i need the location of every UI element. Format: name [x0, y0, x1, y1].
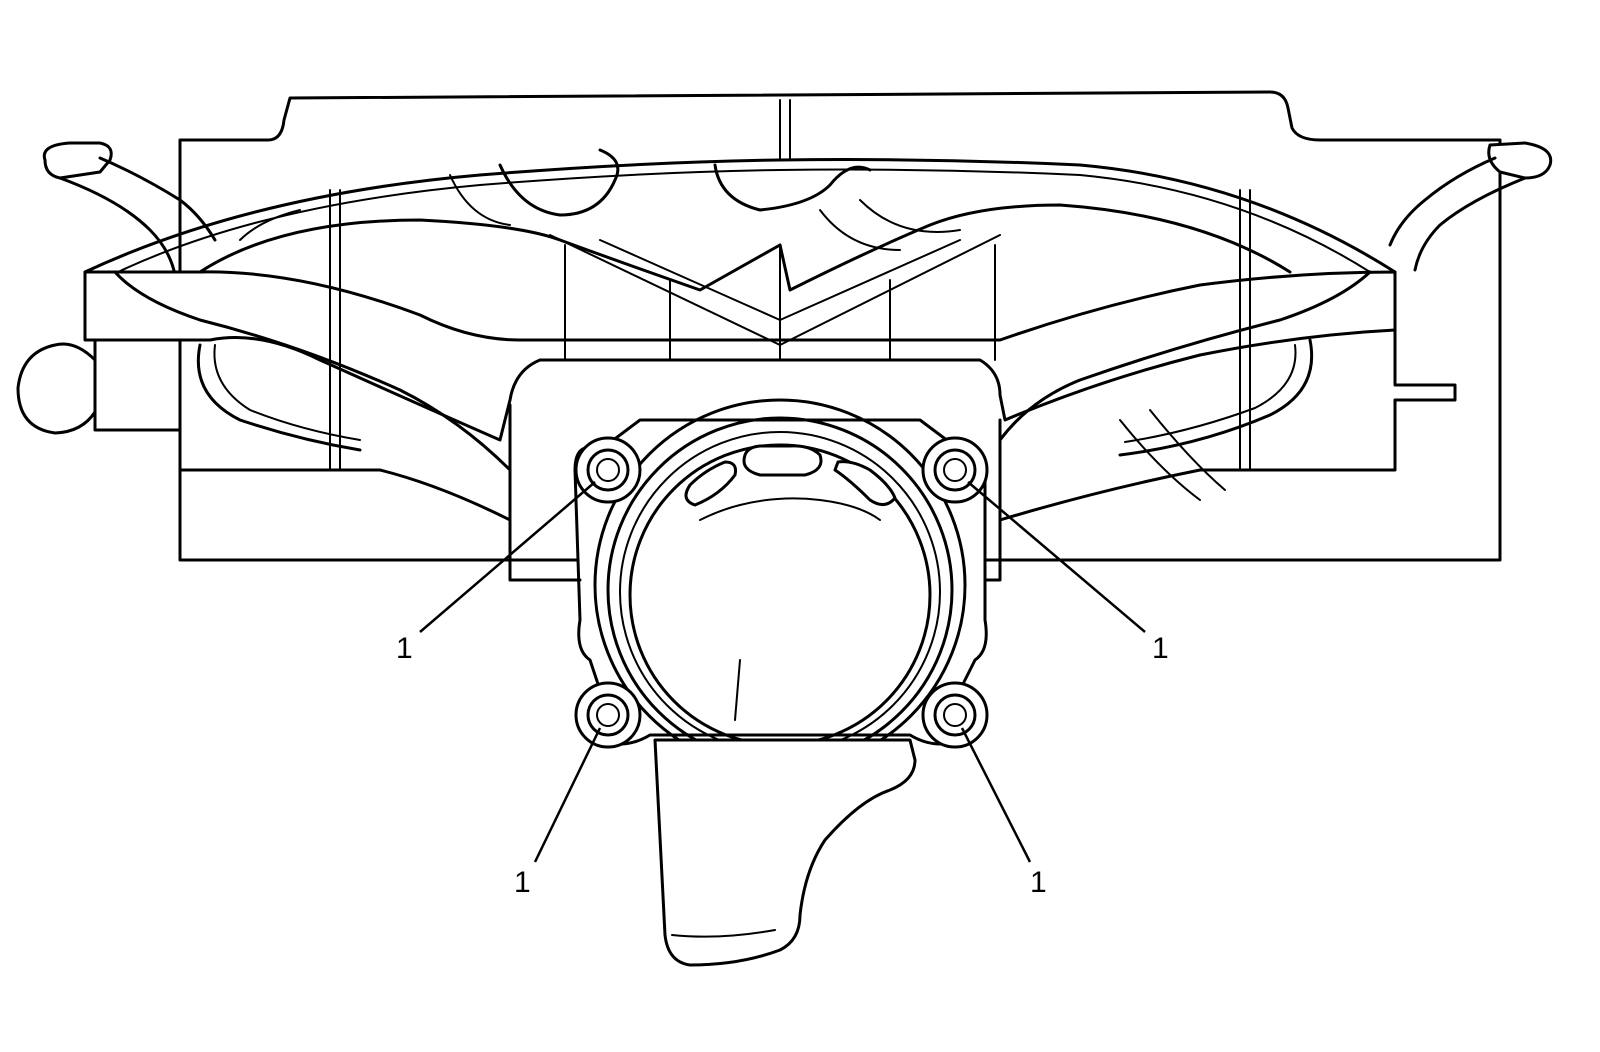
- upper-left-lobe: [498, 148, 620, 217]
- bolt-boss-lower-left: [574, 681, 642, 749]
- left-runner-sweep: [113, 270, 512, 472]
- left-end-cap: [16, 342, 97, 435]
- leader-upper-right: [967, 481, 1146, 633]
- bolt-boss-upper-right: [921, 436, 989, 504]
- right-runner-sweep: [998, 270, 1372, 442]
- leader-lower-left: [533, 727, 602, 863]
- left-tab-arm: [98, 156, 217, 242]
- vent-slot-center: [742, 444, 823, 477]
- leader-lower-right: [960, 727, 1032, 863]
- right-tab-arm: [1388, 156, 1497, 247]
- vent-slot-left: [684, 460, 737, 507]
- right-oval: [1118, 338, 1314, 457]
- callout-label-upper-left: 1: [396, 632, 413, 665]
- callout-label-upper-right: 1: [1152, 632, 1169, 665]
- flange-right-block: [983, 418, 1002, 582]
- flange-left-block: [508, 403, 582, 582]
- leader-upper-left: [419, 481, 596, 633]
- center-lattice: [549, 234, 1001, 361]
- bolt-boss-upper-left: [574, 436, 642, 504]
- left-oval: [196, 343, 362, 452]
- upper-right-lobe: [713, 163, 872, 212]
- lower-neck: [653, 738, 917, 967]
- vent-slot-right: [833, 460, 897, 506]
- callout-label-lower-left: 1: [514, 866, 531, 899]
- left-mounting-tab: [42, 141, 113, 180]
- bolt-boss-lower-right: [921, 681, 989, 749]
- callout-label-lower-right: 1: [1030, 866, 1047, 899]
